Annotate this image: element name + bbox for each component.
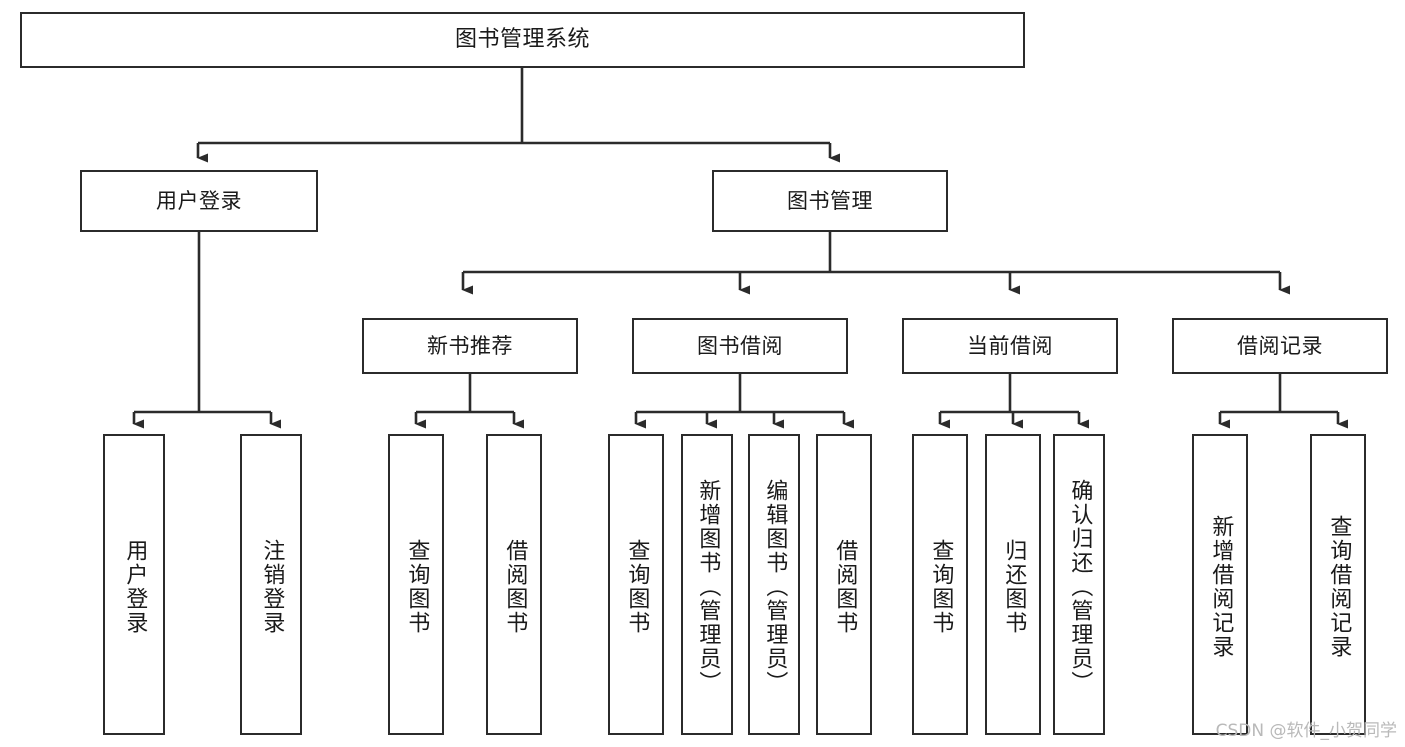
node-book-borrow-label: 图书借阅 bbox=[697, 333, 783, 358]
watermark-text: CSDN @软件_小贺同学 bbox=[1215, 721, 1397, 741]
node-leaf-borrow-book-1-label: 借阅图书 bbox=[502, 538, 528, 635]
node-leaf-query-book-2-label: 查询图书 bbox=[624, 538, 650, 635]
node-leaf-query-borrow-record[interactable]: 查询借阅记录 bbox=[1310, 434, 1366, 735]
node-new-book-recommend[interactable]: 新书推荐 bbox=[362, 318, 578, 374]
node-leaf-logout[interactable]: 注销登录 bbox=[240, 434, 302, 735]
node-leaf-add-book-label: 新增图书（管理员） bbox=[695, 478, 721, 695]
node-leaf-add-borrow-record[interactable]: 新增借阅记录 bbox=[1192, 434, 1248, 735]
node-current-borrow[interactable]: 当前借阅 bbox=[902, 318, 1118, 374]
node-new-book-recommend-label: 新书推荐 bbox=[427, 333, 513, 358]
node-root[interactable]: 图书管理系统 bbox=[20, 12, 1025, 68]
node-leaf-query-borrow-record-label: 查询借阅记录 bbox=[1326, 514, 1352, 659]
node-leaf-borrow-book-2[interactable]: 借阅图书 bbox=[816, 434, 872, 735]
node-leaf-query-book-1-label: 查询图书 bbox=[404, 538, 430, 635]
node-leaf-borrow-book-2-label: 借阅图书 bbox=[832, 538, 858, 635]
node-book-borrow[interactable]: 图书借阅 bbox=[632, 318, 848, 374]
node-user-login-label: 用户登录 bbox=[156, 188, 242, 213]
node-leaf-add-borrow-record-label: 新增借阅记录 bbox=[1208, 514, 1234, 659]
node-leaf-query-book-1[interactable]: 查询图书 bbox=[388, 434, 444, 735]
node-leaf-return-book[interactable]: 归还图书 bbox=[985, 434, 1041, 735]
node-root-label: 图书管理系统 bbox=[454, 27, 590, 53]
node-leaf-query-book-3[interactable]: 查询图书 bbox=[912, 434, 968, 735]
node-leaf-borrow-book-1[interactable]: 借阅图书 bbox=[486, 434, 542, 735]
node-leaf-confirm-return[interactable]: 确认归还（管理员） bbox=[1053, 434, 1105, 735]
node-leaf-confirm-return-label: 确认归还（管理员） bbox=[1067, 478, 1093, 695]
node-current-borrow-label: 当前借阅 bbox=[967, 333, 1053, 358]
node-book-manage-label: 图书管理 bbox=[787, 188, 873, 213]
node-leaf-user-login-label: 用户登录 bbox=[122, 538, 148, 635]
node-leaf-query-book-2[interactable]: 查询图书 bbox=[608, 434, 664, 735]
node-leaf-edit-book-label: 编辑图书（管理员） bbox=[762, 478, 788, 695]
node-borrow-record-label: 借阅记录 bbox=[1237, 333, 1323, 358]
node-leaf-user-login[interactable]: 用户登录 bbox=[103, 434, 165, 735]
node-leaf-edit-book[interactable]: 编辑图书（管理员） bbox=[748, 434, 800, 735]
node-leaf-query-book-3-label: 查询图书 bbox=[928, 538, 954, 635]
node-book-manage[interactable]: 图书管理 bbox=[712, 170, 948, 232]
node-leaf-add-book[interactable]: 新增图书（管理员） bbox=[681, 434, 733, 735]
node-leaf-logout-label: 注销登录 bbox=[259, 538, 285, 635]
node-user-login[interactable]: 用户登录 bbox=[80, 170, 318, 232]
node-borrow-record[interactable]: 借阅记录 bbox=[1172, 318, 1388, 374]
node-leaf-return-book-label: 归还图书 bbox=[1001, 538, 1027, 635]
